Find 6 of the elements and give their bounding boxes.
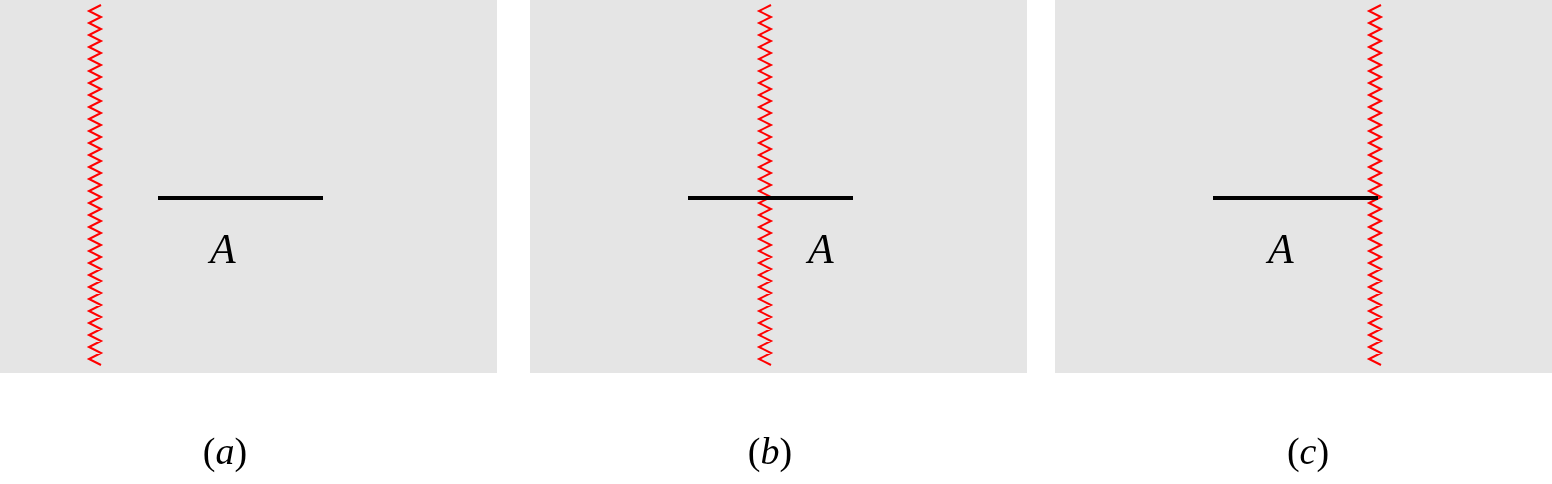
panel-background <box>0 0 497 373</box>
panel-caption: (b) <box>747 432 793 470</box>
panel-background <box>530 0 1027 373</box>
panel-caption: (a) <box>202 432 248 470</box>
panel-background <box>1055 0 1552 373</box>
panel-caption: (c) <box>1286 432 1330 470</box>
